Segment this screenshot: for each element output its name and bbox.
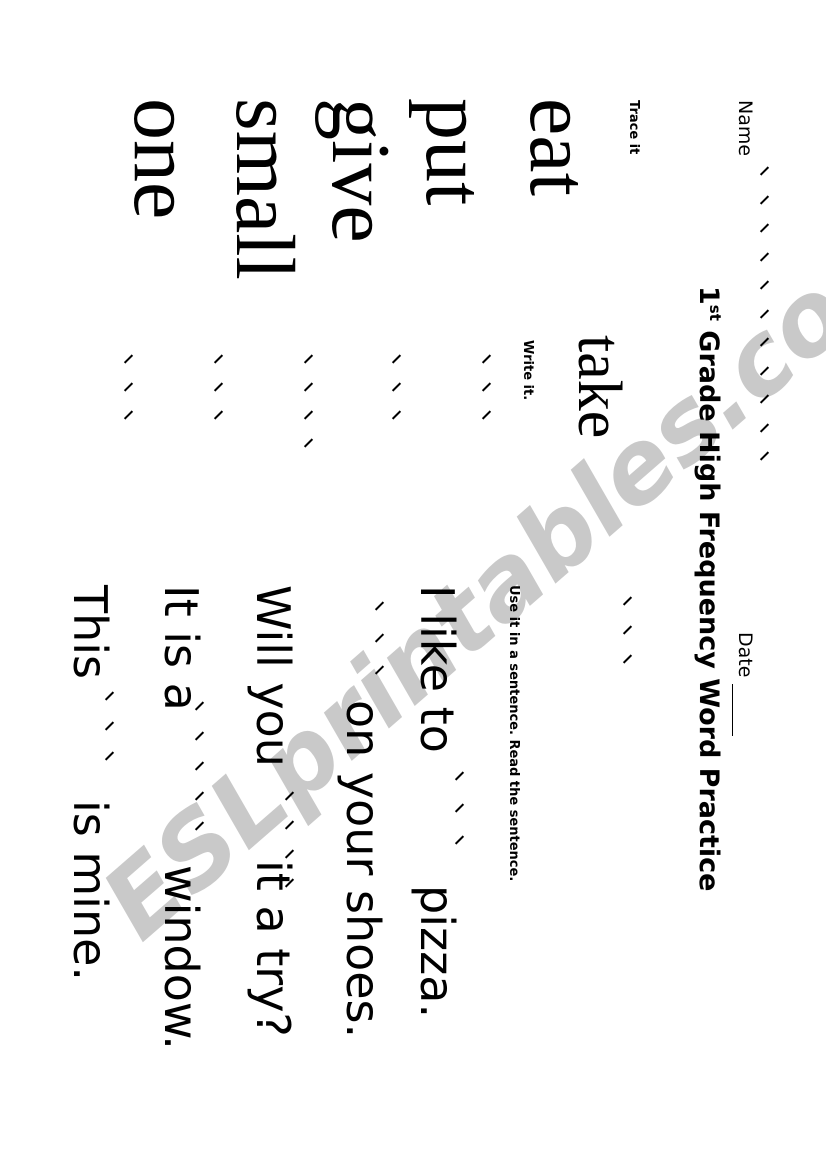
title-text: Grade High Frequency Word Practice xyxy=(693,320,724,892)
dash-mark xyxy=(454,803,465,813)
dash-mark xyxy=(194,821,205,831)
title-number: 1 xyxy=(693,286,724,305)
dash-mark xyxy=(481,354,492,364)
dash-mark xyxy=(481,410,492,420)
dash-mark xyxy=(194,731,205,741)
sentence-3-start: Will you xyxy=(246,585,300,767)
dash-mark xyxy=(481,382,492,392)
dash-mark xyxy=(123,382,134,392)
dash-mark xyxy=(454,835,465,845)
sentence-3-end: it a try? xyxy=(246,860,300,1037)
date-label: Date xyxy=(734,632,756,678)
word-give: give xyxy=(314,98,407,243)
dash-mark xyxy=(213,354,224,364)
dash-mark xyxy=(194,791,205,801)
dash-mark xyxy=(303,354,314,364)
dash-mark xyxy=(759,280,770,290)
sentence-1-start: I like to xyxy=(410,585,464,753)
dash-mark xyxy=(123,354,134,364)
dash-mark xyxy=(759,337,770,347)
sentence-1-end: pizza. xyxy=(410,885,464,1019)
word-one: one xyxy=(116,98,209,220)
sentence-5-end: is mine. xyxy=(63,800,117,982)
trace-instruction: Trace it xyxy=(626,100,641,155)
word-eat: eat xyxy=(512,98,605,196)
dash-mark xyxy=(759,251,770,262)
dash-mark xyxy=(104,751,115,761)
dash-mark xyxy=(759,365,770,376)
write-instruction: Write it. xyxy=(520,340,535,401)
dash-mark xyxy=(622,625,633,635)
example-word: take xyxy=(565,335,633,439)
dash-mark xyxy=(622,654,633,664)
dash-mark xyxy=(391,382,402,392)
name-label: Name xyxy=(734,100,756,157)
page-title: 1st Grade High Frequency Word Practice xyxy=(693,286,724,892)
dash-mark xyxy=(759,422,770,433)
dash-mark xyxy=(759,451,770,461)
sentence-4-end: window. xyxy=(154,865,208,1050)
dash-mark xyxy=(374,601,385,611)
dash-mark xyxy=(123,410,134,420)
dash-mark xyxy=(374,633,385,643)
word-put: put xyxy=(408,98,501,206)
sentence-2-end: on your shoes. xyxy=(336,700,390,1039)
sentence-instruction: Use it in a sentence. Read the sentence. xyxy=(506,585,521,882)
dash-mark xyxy=(303,382,314,392)
word-small: small xyxy=(218,98,311,280)
dash-mark xyxy=(213,410,224,420)
title-sup: st xyxy=(706,304,724,321)
dash-mark xyxy=(303,410,314,420)
dash-mark xyxy=(759,166,770,176)
dash-mark xyxy=(213,382,224,392)
dash-mark xyxy=(454,771,465,781)
dash-mark xyxy=(104,721,115,731)
dash-mark xyxy=(284,791,295,801)
date-line xyxy=(732,684,733,736)
dash-mark xyxy=(391,410,402,420)
dash-mark xyxy=(622,596,633,606)
dash-mark xyxy=(759,223,770,233)
dash-mark xyxy=(284,820,295,830)
dash-mark xyxy=(104,691,115,701)
dash-mark xyxy=(194,761,205,771)
dash-mark xyxy=(374,665,385,675)
dash-mark xyxy=(284,849,295,859)
dash-mark xyxy=(303,438,314,448)
sentence-5-start: This xyxy=(63,585,117,679)
dash-mark xyxy=(759,194,770,205)
sentence-4-start: It is a xyxy=(154,585,208,711)
dash-mark xyxy=(759,308,770,319)
dash-mark xyxy=(391,354,402,364)
dash-mark xyxy=(759,394,770,404)
